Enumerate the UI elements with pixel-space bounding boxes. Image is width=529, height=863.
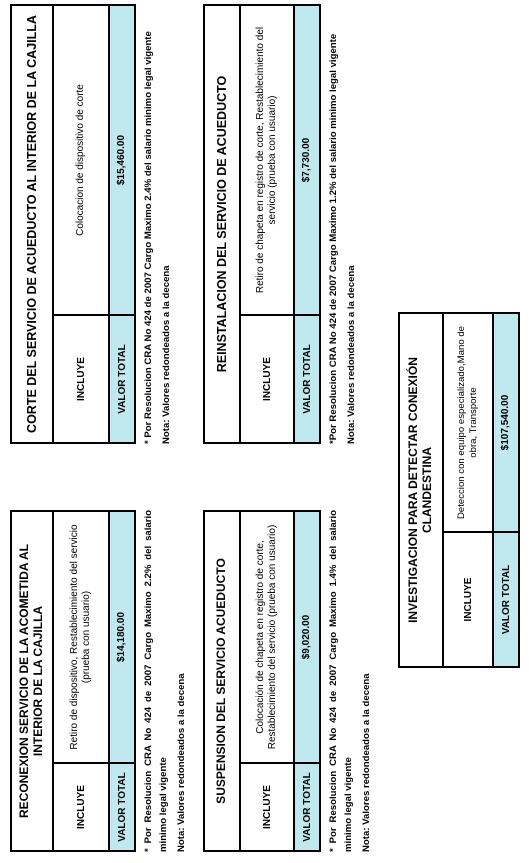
table-title: REINSTALACION DEL SERVICIO DE ACUEDUCTO [205,6,241,442]
card-corte: CORTE DEL SERVICIO DE ACUEDUCTO AL INTER… [10,4,175,444]
total-value: $7,730.00 [295,6,319,314]
table-reconexion: RECONEXION SERVICIO DE LA ACOMETIDA AL I… [10,510,136,852]
legal-note: *Por Resolucion CRA No 424 de 2007 Cargo… [328,33,339,444]
total-label: VALOR TOTAL [110,762,134,850]
incluye-label: INCLUYE [54,314,108,442]
table-title: INVESTIGACION PARA DETECTAR CONEXIÓN CLA… [400,314,444,666]
incluye-row: INCLUYE Colocación de chapeta en registr… [241,512,293,850]
total-value: $14,180.00 [110,512,134,762]
total-row: VALOR TOTAL $14,180.00 [108,512,134,850]
card-suspension: SUSPENSION DEL SERVICIO ACUEDUCTO INCLUY… [203,510,375,852]
incluye-text: Retiro de dispositivo, Restablecimiento … [68,524,93,750]
legal-note: * Por Resolucion CRA No 424 de 2007 Carg… [143,31,154,444]
rounding-note: Nota: Valores redondeados a la decena [160,265,172,444]
incluye-row: INCLUYE Colocacion de dispositivo de cor… [54,6,108,442]
rounding-note: Nota: Valores redondeados a la decena [175,673,187,852]
incluye-label: INCLUYE [444,531,492,666]
total-label: VALOR TOTAL [295,762,319,850]
total-label: VALOR TOTAL [295,314,319,442]
card-investigacion: INVESTIGACION PARA DETECTAR CONEXIÓN CLA… [398,312,520,668]
total-value: $9,020.00 [295,512,319,762]
table-suspension: SUSPENSION DEL SERVICIO ACUEDUCTO INCLUY… [203,510,321,852]
incluye-label: INCLUYE [54,762,108,850]
table-title: RECONEXION SERVICIO DE LA ACOMETIDA AL I… [12,512,54,850]
incluye-row: INCLUYE Retiro de dispositivo, Restablec… [54,512,108,850]
total-label: VALOR TOTAL [494,531,518,666]
incluye-text: Deteccion con equipo especializado,Mano … [456,325,479,520]
legal-note: * Por Resolucion CRA No 424 de 2007 Carg… [143,510,169,852]
incluye-text: Colocación de chapeta en registro de cor… [254,524,279,750]
total-row: VALOR TOTAL $15,460.00 [108,6,134,442]
rounding-note: Nota: Valores redondeados a la decena [360,673,372,852]
incluye-text: Retiro de chapeta en registro de corte, … [254,26,279,294]
total-row: VALOR TOTAL $9,020.00 [293,512,319,850]
total-value: $15,460.00 [110,6,134,314]
table-corte: CORTE DEL SERVICIO DE ACUEDUCTO AL INTER… [10,4,136,444]
legal-note: * Por Resolucion CRA No 424 de 2007 Carg… [328,510,354,852]
card-reinstalacion: REINSTALACION DEL SERVICIO DE ACUEDUCTO … [203,4,360,444]
table-title: SUSPENSION DEL SERVICIO ACUEDUCTO [205,512,241,850]
table-investigacion: INVESTIGACION PARA DETECTAR CONEXIÓN CLA… [398,312,520,668]
total-value: $107,540.00 [494,314,518,531]
card-reconexion: RECONEXION SERVICIO DE LA ACOMETIDA AL I… [10,510,190,852]
incluye-label: INCLUYE [241,314,293,442]
incluye-text: Colocacion de dispositivo de corte [74,84,86,236]
total-row: VALOR TOTAL $7,730.00 [293,6,319,442]
rounding-note: Nota: Valores redondeados a la decena [345,265,357,444]
total-row: VALOR TOTAL $107,540.00 [492,314,518,666]
incluye-label: INCLUYE [241,762,293,850]
total-label: VALOR TOTAL [110,314,134,442]
table-reinstalacion: REINSTALACION DEL SERVICIO DE ACUEDUCTO … [203,4,321,444]
incluye-row: INCLUYE Retiro de chapeta en registro de… [241,6,293,442]
incluye-row: INCLUYE Deteccion con equipo especializa… [444,314,492,666]
table-title: CORTE DEL SERVICIO DE ACUEDUCTO AL INTER… [12,6,54,442]
